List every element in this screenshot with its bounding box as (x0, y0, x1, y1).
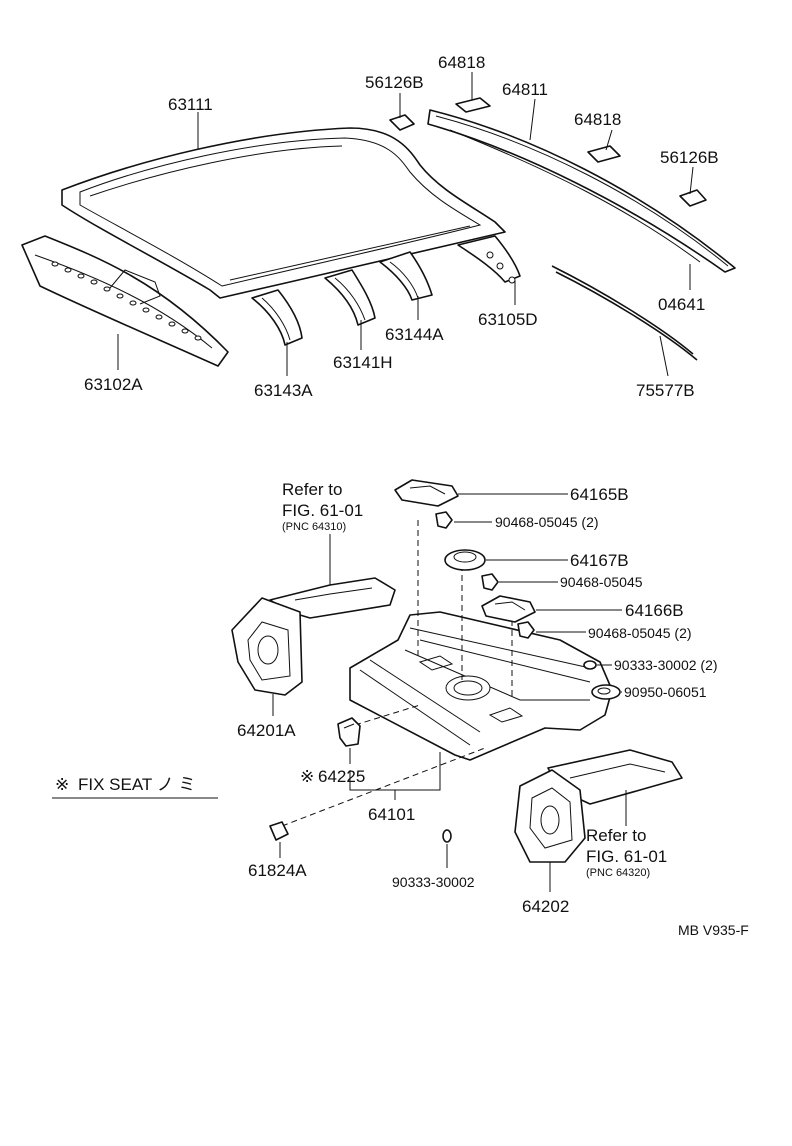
roof-bow-63143A[interactable] (251, 289, 303, 346)
weatherstrip-75577B[interactable] (551, 265, 698, 361)
label-90468-05045: 90468-05045 (560, 574, 643, 590)
label-61824A: 61824A (248, 861, 307, 880)
ref-left-line1: Refer to (282, 480, 342, 499)
cap-61824A[interactable] (269, 821, 289, 841)
screw-90468-05045-c[interactable] (517, 621, 535, 639)
label-63105D: 63105D (478, 310, 538, 329)
label-63144A: 63144A (385, 325, 444, 344)
wheel-house-panel-64201A[interactable] (231, 597, 303, 696)
plug-64167B[interactable] (444, 549, 486, 571)
clip-64818-b[interactable] (587, 145, 621, 163)
label-56126B-a: 56126B (365, 73, 424, 92)
label-64225: 64225 (318, 767, 365, 786)
ref-right-line3: (PNC 64320) (586, 867, 650, 879)
roof-panel-63111[interactable] (61, 127, 506, 299)
label-90950-06051: 90950-06051 (624, 684, 707, 700)
diagram-code: MB V935-F (678, 922, 749, 938)
label-64818-b: 64818 (574, 110, 621, 129)
rear-floor-pan-64101[interactable] (349, 611, 613, 761)
label-63111: 63111 (168, 95, 213, 114)
ref-right-line1: Refer to (586, 826, 646, 845)
roof-bow-63141H[interactable] (324, 269, 376, 326)
label-63143A: 63143A (254, 381, 313, 400)
plug-90950-06051[interactable] (591, 684, 621, 700)
ref-left-line2: FIG. 61-01 (282, 501, 363, 520)
mark-64225: ※ (300, 767, 314, 786)
label-64101: 64101 (368, 805, 415, 824)
header-holes (51, 261, 202, 341)
label-63102A: 63102A (84, 375, 143, 394)
cover-64165B[interactable] (394, 479, 459, 507)
label-56126B-b: 56126B (660, 148, 719, 167)
bracket-64225[interactable] (337, 717, 361, 747)
ref-right-line2: FIG. 61-01 (586, 847, 667, 866)
label-63141H: 63141H (333, 353, 393, 372)
label-04641: 04641 (658, 295, 705, 314)
clip-64818-a[interactable] (455, 97, 491, 113)
label-64165B: 64165B (570, 485, 629, 504)
label-90468-05045-2a: 90468-05045 (2) (495, 514, 599, 530)
front-header-63102A[interactable] (21, 235, 229, 367)
rear-window-frame-64811[interactable] (427, 109, 736, 273)
note-mark: ※ (55, 775, 69, 794)
label-75577B: 75577B (636, 381, 695, 400)
label-90333-30002-2: 90333-30002 (2) (614, 657, 718, 673)
label-90333-30002: 90333-30002 (392, 874, 475, 890)
roof-bracket-63105D[interactable] (457, 235, 521, 284)
label-64818-a: 64818 (438, 53, 485, 72)
plug-90333-30002-2[interactable] (583, 660, 597, 670)
label-64166B: 64166B (625, 601, 684, 620)
clip-56126B-b[interactable] (679, 189, 707, 207)
wheel-house-panel-64202[interactable] (514, 769, 586, 863)
label-64202: 64202 (522, 897, 569, 916)
label-64811: 64811 (502, 80, 548, 99)
screw-90468-05045-b[interactable] (481, 573, 499, 591)
cover-64166B[interactable] (481, 595, 536, 623)
roof-bow-63144A[interactable] (379, 251, 433, 301)
clip-56126B-a[interactable] (389, 114, 415, 131)
ref-left-line3: (PNC 64310) (282, 521, 346, 533)
screw-90468-05045-a[interactable] (435, 511, 453, 529)
plug-90333-30002[interactable] (442, 829, 452, 843)
label-64201A: 64201A (237, 721, 296, 740)
note-text: FIX SEAT ノ ミ (78, 775, 195, 794)
label-64167B: 64167B (570, 551, 629, 570)
label-90468-05045-2b: 90468-05045 (2) (588, 625, 692, 641)
